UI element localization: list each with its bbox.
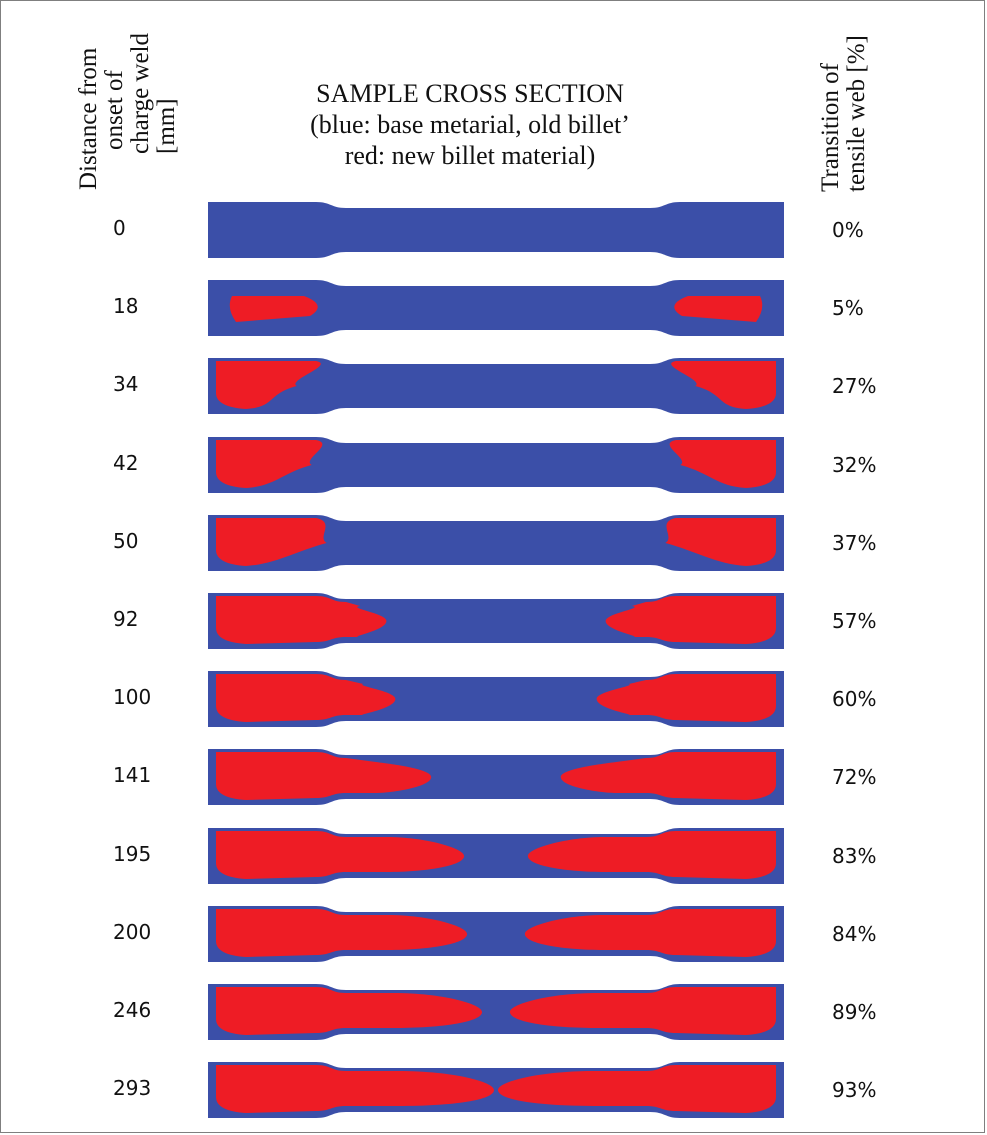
base-metal-region	[208, 202, 784, 258]
distance-label: 195	[113, 842, 152, 866]
new-billet-region-right	[674, 296, 763, 322]
transition-label: 93%	[832, 1078, 877, 1102]
title-line-1: SAMPLE CROSS SECTION	[316, 79, 624, 108]
specimen-34mm	[208, 358, 784, 414]
distance-label: 50	[113, 529, 139, 553]
specimen-246mm	[208, 984, 784, 1040]
distance-label: 92	[113, 607, 139, 631]
new-billet-region-left	[216, 752, 432, 800]
specimen-50mm	[208, 515, 784, 571]
specimen-92mm	[208, 593, 784, 649]
title-line-2: (blue: base metarial, old billet’	[310, 110, 630, 139]
new-billet-region-left	[216, 596, 387, 644]
distance-label: 0	[113, 216, 126, 240]
new-billet-region-right	[596, 674, 776, 722]
distance-label: 141	[113, 763, 152, 787]
specimen-200mm	[208, 906, 784, 962]
specimen-100mm	[208, 671, 784, 727]
distance-label: 246	[113, 998, 152, 1022]
new-billet-region-right	[669, 440, 776, 488]
new-billet-region-right	[509, 987, 776, 1035]
distance-label: 200	[113, 920, 152, 944]
distance-label: 293	[113, 1076, 152, 1100]
new-billet-region-left	[229, 296, 318, 322]
transition-label: 0%	[832, 218, 864, 242]
specimen-141mm	[208, 749, 784, 805]
specimen-293mm	[208, 1062, 784, 1118]
new-billet-region-left	[216, 440, 323, 488]
transition-label: 84%	[832, 922, 877, 946]
new-billet-region-left	[216, 909, 468, 957]
base-metal-region	[208, 280, 784, 336]
new-billet-region-left	[216, 361, 321, 409]
transition-label: 27%	[832, 374, 877, 398]
base-metal-region	[208, 437, 784, 493]
base-metal-region	[208, 515, 784, 571]
distance-label: 100	[113, 685, 152, 709]
specimen-195mm	[208, 828, 784, 884]
new-billet-region-left	[216, 518, 327, 566]
diagram-title: SAMPLE CROSS SECTION (blue: base metaria…	[255, 78, 685, 171]
new-billet-region-right	[524, 909, 776, 957]
transition-label: 5%	[832, 296, 864, 320]
transition-label: 89%	[832, 1000, 877, 1024]
distance-label: 34	[113, 372, 139, 396]
transition-label: 32%	[832, 453, 877, 477]
transition-label: 37%	[832, 531, 877, 555]
new-billet-region-right	[498, 1065, 776, 1113]
title-line-3: red: new billet material)	[344, 141, 596, 170]
transition-label: 60%	[832, 687, 877, 711]
specimen-0mm	[208, 202, 784, 258]
distance-label: 42	[113, 451, 139, 475]
new-billet-region-right	[671, 361, 776, 409]
new-billet-region-left	[216, 987, 483, 1035]
new-billet-region-right	[560, 752, 776, 800]
new-billet-region-right	[605, 596, 776, 644]
new-billet-region-right	[665, 518, 776, 566]
new-billet-region-left	[216, 831, 465, 879]
transition-label: 83%	[832, 844, 877, 868]
specimen-42mm	[208, 437, 784, 493]
base-metal-region	[208, 358, 784, 414]
transition-label: 72%	[832, 765, 877, 789]
specimen-18mm	[208, 280, 784, 336]
new-billet-region-left	[216, 674, 396, 722]
new-billet-region-right	[527, 831, 776, 879]
distance-label: 18	[113, 294, 139, 318]
new-billet-region-left	[216, 1065, 494, 1113]
transition-label: 57%	[832, 609, 877, 633]
